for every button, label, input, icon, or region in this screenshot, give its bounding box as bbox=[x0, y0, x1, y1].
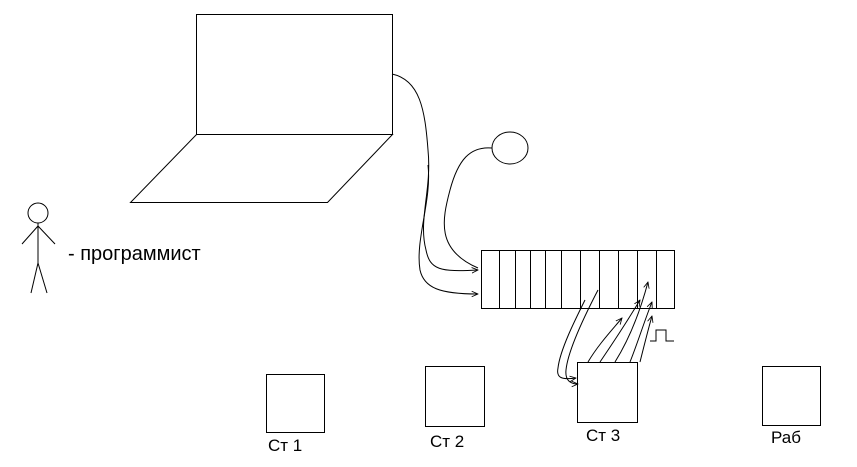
register-block bbox=[481, 250, 675, 309]
programmer-icon bbox=[21, 202, 56, 294]
station-to-register-arrows bbox=[587, 282, 652, 363]
station-2-box bbox=[425, 366, 485, 427]
programmer-legend: - программист bbox=[68, 243, 201, 265]
mouse-icon bbox=[491, 131, 529, 165]
station-3-box bbox=[577, 362, 638, 423]
workstation-box bbox=[762, 366, 821, 426]
laptop-keyboard bbox=[129, 134, 394, 203]
station-1-box bbox=[266, 374, 325, 433]
station-2-label: Ст 2 bbox=[430, 432, 465, 451]
laptop-icon bbox=[129, 14, 394, 203]
register-to-station-arrows bbox=[557, 289, 599, 384]
workstation-label: Раб bbox=[771, 428, 801, 447]
mouse-cable bbox=[443, 147, 493, 269]
clock-pulse-icon bbox=[650, 329, 674, 342]
laptop-screen bbox=[196, 14, 393, 135]
station-3-label: Ст 3 bbox=[586, 426, 621, 445]
laptop-cable bbox=[391, 73, 478, 271]
laptop-cable-second bbox=[418, 164, 478, 294]
station-1-label: Ст 1 bbox=[268, 436, 303, 455]
